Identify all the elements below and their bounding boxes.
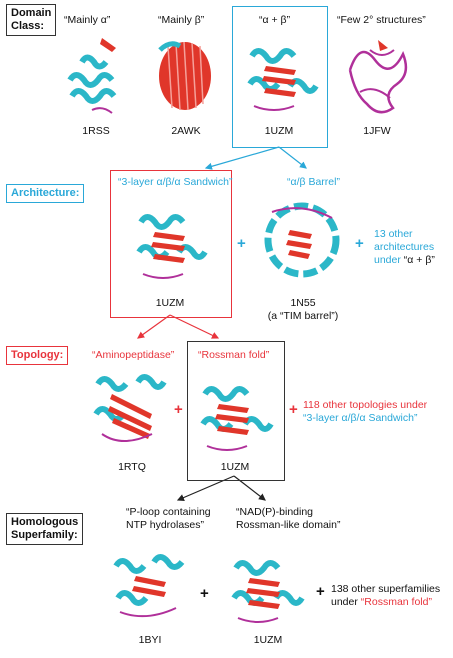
superfamily-plus-2: + — [316, 583, 325, 600]
superfamily-label-ploop-1: “P-loop containing — [126, 506, 211, 518]
homologous-superfamily-level: Homologous Superfamily: — [6, 513, 84, 545]
architecture-plus-2: + — [355, 235, 364, 252]
protein-structure-1n55 — [264, 202, 340, 278]
class-id-1rss: 1RSS — [82, 125, 110, 137]
superfamily-other-2-prefix: under — [331, 596, 361, 608]
architecture-id-1uzm: 1UZM — [155, 297, 185, 309]
superfamily-other-2-topology: “Rossman fold” — [360, 596, 432, 608]
class-id-1uzm: 1UZM — [264, 125, 294, 137]
class-id-2awk: 2AWK — [171, 125, 201, 137]
protein-structure-1rss — [67, 38, 117, 114]
protein-structure-1byi — [113, 554, 185, 618]
superfamily-plus-1: + — [200, 585, 209, 602]
architecture-other-1: 13 other — [374, 228, 413, 240]
class-id-1jfw: 1JFW — [363, 125, 391, 137]
superfamily-id-1byi: 1BYI — [138, 634, 162, 646]
architecture-id-1n55: 1N55 — [290, 297, 316, 309]
superfamily-other-1: 138 other superfamilies — [331, 583, 441, 595]
protein-structure-2awk — [158, 41, 211, 111]
protein-structure-1rtq — [93, 374, 167, 442]
topology-level: Topology: — [6, 346, 69, 365]
protein-structure-1uzm-superfamily — [231, 560, 305, 623]
class-label-mainly-alpha: “Mainly α” — [64, 14, 111, 26]
superfamily-label-nadp-1: “NAD(P)-binding — [236, 506, 314, 518]
topology-plus-1: + — [174, 401, 183, 418]
architecture-other-3-class: “α + β” — [403, 254, 435, 266]
topology-label-rossman-fold: “Rossman fold” — [198, 349, 270, 361]
architecture-other-3-prefix: under — [374, 254, 404, 266]
superfamily-label-nadp-2: Rossman-like domain” — [236, 519, 341, 531]
topology-plus-2: + — [289, 401, 298, 418]
domain-class-level: Domain Class: — [6, 4, 57, 36]
selected-topology-box — [187, 341, 285, 481]
selected-architecture-box — [110, 170, 232, 318]
protein-structure-1uzm-architecture — [136, 214, 208, 279]
architecture-label-sandwich: “3-layer α/β/α Sandwich” — [118, 176, 233, 188]
architecture-id-1n55-note: (a “TIM barrel”) — [267, 310, 339, 322]
topology-label-aminopeptidase: “Aminopeptidase” — [92, 349, 175, 361]
topology-id-1rtq: 1RTQ — [118, 461, 146, 473]
architecture-plus-1: + — [237, 235, 246, 252]
architecture-label-barrel: “α/β Barrel” — [287, 176, 340, 188]
protein-structure-1uzm-topology — [200, 386, 274, 451]
topology-other-2: “3-layer α/β/α Sandwich” — [303, 412, 418, 424]
class-label-mainly-beta: “Mainly β” — [158, 14, 205, 26]
superfamily-id-1uzm: 1UZM — [253, 634, 283, 646]
protein-structure-1jfw — [348, 40, 408, 114]
protein-structure-1uzm-class — [247, 48, 319, 111]
architecture-other-2: architectures — [374, 241, 435, 253]
architecture-level: Architecture: — [6, 184, 85, 203]
architecture-other-3: under “α + β” — [374, 254, 435, 266]
superfamily-label-ploop-2: NTP hydrolases” — [126, 519, 205, 531]
superfamily-other-2: under “Rossman fold” — [331, 596, 432, 608]
class-label-alpha-plus-beta: “α + β” — [259, 14, 291, 26]
class-label-few-secondary: “Few 2° structures” — [337, 14, 426, 26]
topology-id-1uzm: 1UZM — [220, 461, 250, 473]
topology-other-1: 118 other topologies under — [303, 399, 428, 411]
